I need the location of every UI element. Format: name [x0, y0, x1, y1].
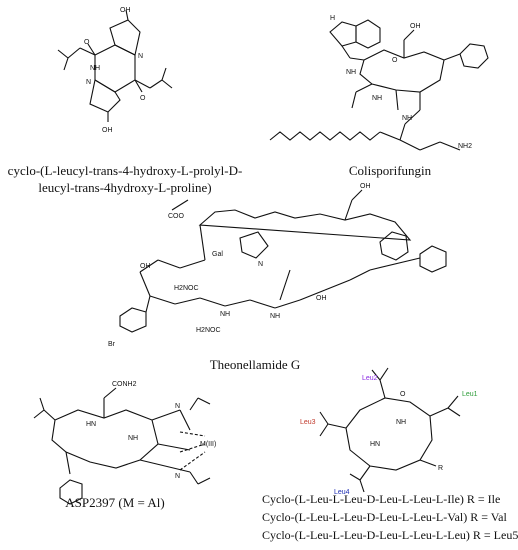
- r-label: R: [438, 465, 443, 472]
- caption-cyclo-ile: Cyclo-(L-Leu-L-Leu-D-Leu-L-Leu-L-Ile) R …: [262, 492, 501, 506]
- nh-label: NH: [396, 419, 406, 426]
- colisporifungin-structure: H OH NH NH NH2 NH O: [269, 15, 489, 151]
- h2noc-label: H2NOC: [174, 285, 199, 292]
- leu1-label: Leu1: [462, 391, 478, 398]
- nh-label: NH: [270, 313, 280, 320]
- structures-canvas: OH OH O O N N NH H OH NH NH NH2 NH O: [33, 7, 489, 505]
- caption-colisporifungin: Colisporifungin: [348, 163, 432, 178]
- leu4-label: Leu4: [334, 489, 350, 496]
- n-label: N: [175, 473, 180, 480]
- n-label: N: [86, 79, 91, 86]
- caption-cyclo-line2: leucyl-trans-4hydroxy-L-proline): [38, 180, 212, 195]
- nh-label: H: [330, 15, 335, 22]
- asp2397-structure: CONH2 M(III) HN NH N N: [33, 381, 216, 505]
- hn-label: NH: [90, 65, 100, 72]
- nh-label: NH: [346, 69, 356, 76]
- h2noc-label: H2NOC: [196, 327, 221, 334]
- cyclo-pentapeptide-structure: Leu2 Leu1 Leu3 Leu4 R NH HN O: [300, 367, 478, 496]
- nh-label: NH: [128, 435, 138, 442]
- gal-label: Gal: [212, 251, 223, 258]
- oh-label: OH: [120, 7, 131, 14]
- hn-label: HN: [370, 441, 380, 448]
- theonellamide-structure: COO Gal H2NOC H2NOC Br OH OH OH N NH NH: [108, 183, 447, 348]
- n-label: N: [175, 403, 180, 410]
- caption-cyclo-line1: cyclo-(L-leucyl-trans-4-hydroxy-L-prolyl…: [7, 163, 243, 178]
- caption-cyclo-leu: Cyclo-(L-Leu-L-Leu-D-Leu-L-Leu-L-Leu) R …: [262, 528, 518, 542]
- br-label: Br: [108, 341, 116, 348]
- o-label: O: [84, 39, 90, 46]
- leu3-label: Leu3: [300, 419, 316, 426]
- metal-label: M(III): [200, 441, 216, 448]
- oh-label: OH: [102, 127, 113, 134]
- o-label: O: [140, 95, 146, 102]
- caption-asp2397: ASP2397 (M = Al): [65, 495, 165, 510]
- caption-cyclo-val: Cyclo-(L-Leu-L-Leu-D-Leu-L-Leu-L-Val) R …: [262, 510, 507, 524]
- o-label: O: [400, 391, 406, 398]
- oh-label: OH: [410, 23, 421, 30]
- n-label: N: [138, 53, 143, 60]
- coo-label: COO: [168, 213, 185, 220]
- nh-label: NH: [372, 95, 382, 102]
- nh-label: NH: [220, 311, 230, 318]
- nh-label: NH: [402, 115, 412, 122]
- oh-label: OH: [360, 183, 371, 190]
- nh-label: HN: [86, 421, 96, 428]
- conh2-label: CONH2: [112, 381, 137, 388]
- oh-label: OH: [316, 295, 327, 302]
- nh2-label: NH2: [458, 143, 472, 150]
- oh-label: OH: [140, 263, 151, 270]
- o-label: O: [392, 57, 398, 64]
- caption-theonellamide: Theonellamide G: [209, 357, 301, 372]
- leu2-label: Leu2: [362, 375, 378, 382]
- cyclo-leucyl-hydroxyprolyl-structure: OH OH O O N N NH: [57, 7, 173, 134]
- n-label: N: [258, 261, 263, 268]
